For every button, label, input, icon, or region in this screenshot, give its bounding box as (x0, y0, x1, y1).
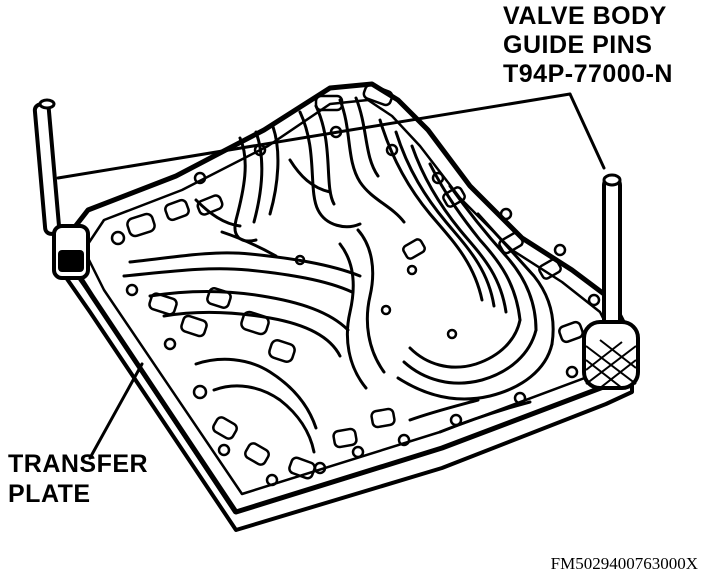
guide-pins-label-line1: VALVE BODY (503, 2, 667, 30)
transfer-plate-leader (88, 362, 144, 460)
right-guide-pin (582, 173, 640, 390)
figure-id: FM5029400763000X (550, 554, 698, 573)
transfer-plate-label-line2: PLATE (8, 480, 91, 508)
transfer-plate-label-line1: TRANSFER (8, 450, 149, 478)
guide-pins-part-number: T94P-77000-N (503, 60, 673, 88)
transfer-plate-callout: TRANSFER PLATE (8, 449, 148, 509)
fluid-passages (122, 96, 555, 454)
plate-separator (91, 295, 237, 513)
guide-pins-callout: VALVE BODY GUIDE PINS T94P-77000-N (503, 2, 673, 89)
knurled-grip (585, 339, 637, 389)
left-guide-pin (32, 98, 90, 280)
valve-pockets (126, 83, 584, 480)
guide-pin-leaders (56, 92, 606, 180)
bolt-holes (110, 125, 601, 487)
guide-pins-label-line2: GUIDE PINS (503, 31, 653, 59)
